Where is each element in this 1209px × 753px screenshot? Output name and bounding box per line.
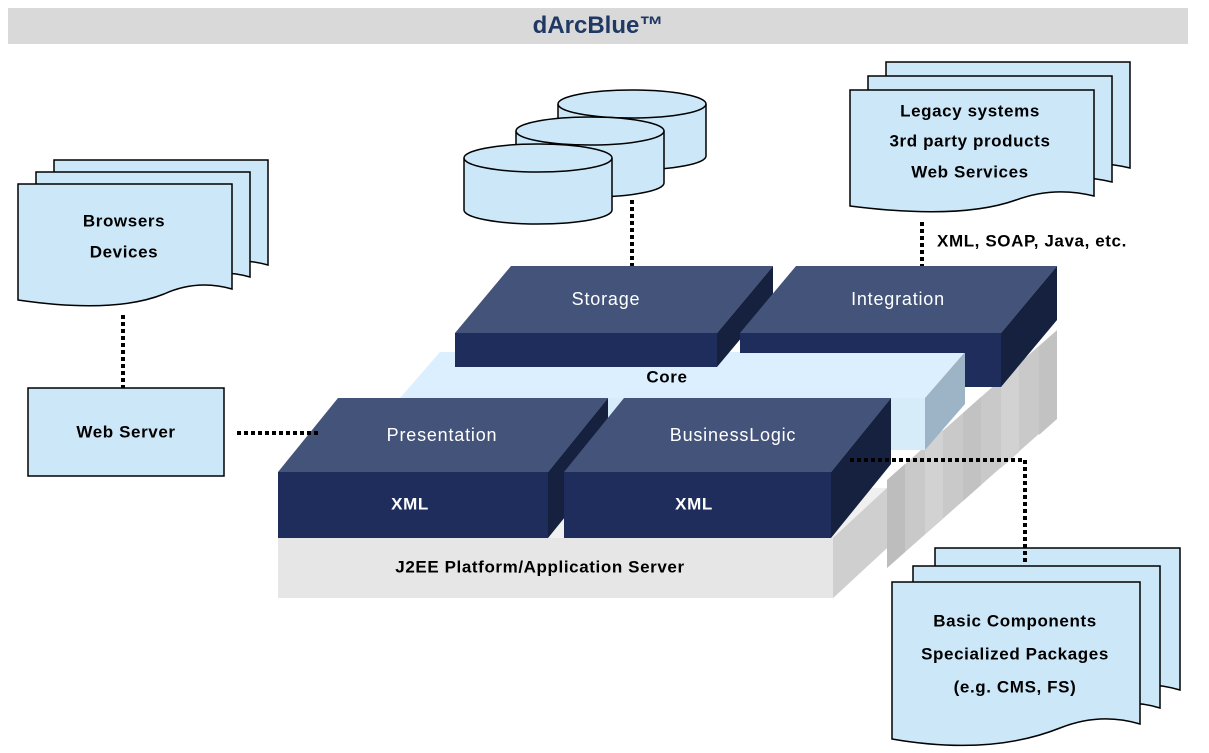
storage-module: Storage — [455, 266, 773, 367]
title-bar: dArcBlue™ — [8, 8, 1188, 44]
database-cylinders — [463, 89, 707, 225]
clients-document-stack: Browsers Devices — [17, 159, 269, 307]
platform-label: J2EE Platform/Application Server — [395, 557, 684, 576]
business-logic-format-label: XML — [675, 494, 713, 513]
business-logic-label: BusinessLogic — [670, 425, 796, 445]
legacy-line-1: Legacy systems — [900, 101, 1040, 120]
legacy-line-3: Web Services — [911, 162, 1028, 181]
web-server-box: Web Server — [27, 387, 225, 477]
core-label: Core — [646, 367, 687, 386]
presentation-module: Presentation XML — [278, 398, 608, 538]
integration-module: Integration — [740, 266, 1057, 387]
diagram-title: dArcBlue™ — [532, 12, 664, 39]
platform-side-blocks — [833, 330, 1057, 598]
database-icon — [463, 143, 613, 225]
clients-line-1: Browsers — [83, 211, 165, 230]
storage-label: Storage — [572, 289, 641, 309]
integration-label: Integration — [851, 289, 945, 309]
components-line-3: (e.g. CMS, FS) — [954, 677, 1077, 696]
legacy-line-2: 3rd party products — [890, 131, 1051, 150]
components-line-1: Basic Components — [933, 611, 1097, 630]
components-line-2: Specialized Packages — [921, 644, 1109, 663]
clients-line-2: Devices — [90, 242, 158, 261]
components-document-stack: Basic Components Specialized Packages (e… — [891, 547, 1181, 747]
web-server-label: Web Server — [76, 422, 175, 441]
presentation-format-label: XML — [391, 494, 429, 513]
connectors — [121, 200, 1027, 562]
businesslogic-to-components-connector — [850, 458, 1027, 562]
integration-protocols-label: XML, SOAP, Java, etc. — [937, 231, 1127, 250]
legacy-document-stack: Legacy systems 3rd party products Web Se… — [849, 61, 1131, 213]
business-logic-module: BusinessLogic XML — [564, 398, 891, 538]
presentation-label: Presentation — [387, 425, 498, 445]
